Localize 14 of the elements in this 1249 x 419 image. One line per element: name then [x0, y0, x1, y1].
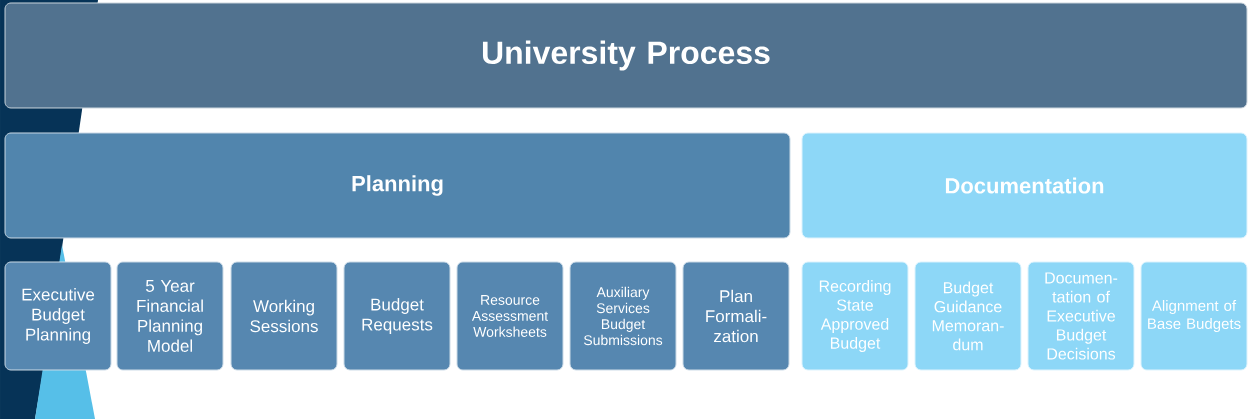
- step-box: Auxiliary Services Budget Submissions: [569, 261, 677, 371]
- step-box: Working Sessions: [230, 261, 338, 371]
- step-box: Executive Budget Planning: [4, 261, 112, 371]
- step-box: Alignment of Base Budgets: [1140, 261, 1248, 371]
- step-box: Plan Formali-zation: [682, 261, 790, 371]
- step-box: Resource Assessment Worksheets: [456, 261, 564, 371]
- step-box: Documen-tation of Executive Budget Decisions: [1027, 261, 1135, 371]
- step-box: Budget Guidance Memoran-dum: [914, 261, 1022, 371]
- header-box: University Process: [4, 2, 1248, 109]
- category-box: Documentation: [801, 132, 1248, 239]
- category-box: Planning: [4, 132, 791, 239]
- step-box: Budget Requests: [343, 261, 451, 371]
- step-box: 5 Year Financial Planning Model: [116, 261, 224, 371]
- step-box: Recording State Approved Budget: [801, 261, 909, 371]
